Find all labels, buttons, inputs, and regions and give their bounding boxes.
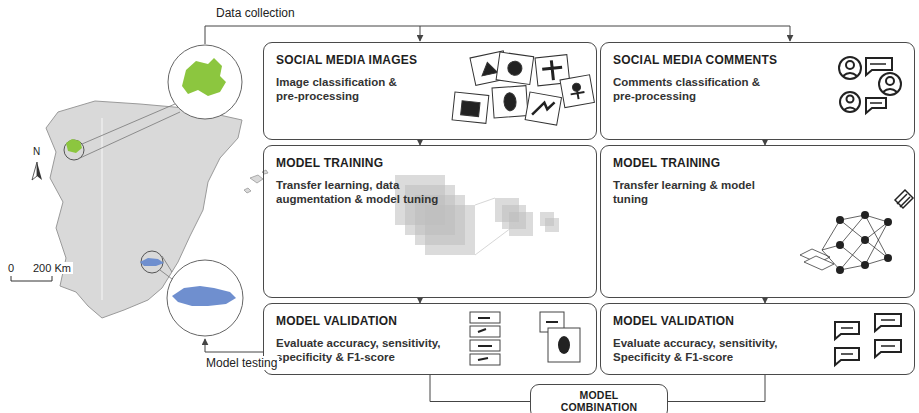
- model-testing-line: [205, 339, 263, 352]
- box-description: Comments classification & pre-processing: [613, 75, 773, 103]
- box-description: Evaluate accuracy, sensitivity, specific…: [276, 336, 476, 364]
- iberia-map: [11, 45, 268, 336]
- box-heading: SOCIAL MEDIA COMMENTS: [613, 53, 902, 67]
- process-box: SOCIAL MEDIA IMAGES Image classification …: [263, 42, 597, 140]
- photo-collage: [452, 51, 594, 125]
- box-heading: SOCIAL MEDIA IMAGES: [276, 53, 584, 67]
- process-box: SOCIAL MEDIA COMMENTS Comments classifica…: [600, 42, 915, 140]
- box-heading: MODEL VALIDATION: [276, 314, 584, 328]
- process-box: MODEL TRAINING Transfer learning & model …: [600, 145, 915, 298]
- north-label: N: [31, 146, 42, 157]
- process-box: MODEL TRAINING Transfer learning, data au…: [263, 145, 597, 298]
- box-description: Evaluate accuracy, sensitivity, Specific…: [613, 336, 818, 364]
- box-description: Image classification & pre-processing: [276, 75, 406, 103]
- box-description: Transfer learning & model tuning: [613, 178, 783, 206]
- scale-label: 200 Km: [31, 262, 73, 274]
- validation-thumbnails: [470, 312, 580, 365]
- users-comments-icon: [839, 57, 901, 113]
- box-heading: MODEL TRAINING: [276, 156, 584, 170]
- box-heading: MODEL VALIDATION: [613, 314, 902, 328]
- box-heading: MODEL TRAINING: [613, 156, 902, 170]
- scale-label: 0: [6, 262, 16, 274]
- box-description: Transfer learning, data augmentation & m…: [276, 178, 456, 206]
- comment-bubbles: [835, 314, 901, 365]
- flow-label: Model testing: [204, 356, 279, 370]
- cnn-layers: [395, 175, 559, 255]
- combination-box: MODEL COMBINATION: [530, 384, 668, 413]
- neural-network: [800, 190, 913, 274]
- process-box: MODEL VALIDATION Evaluate accuracy, sensi…: [263, 303, 597, 375]
- process-box: MODEL VALIDATION Evaluate accuracy, sensi…: [600, 303, 915, 375]
- flow-label: Data collection: [214, 6, 297, 20]
- flow-connector: [430, 375, 530, 402]
- flow-connector: [668, 375, 765, 402]
- box-heading: MODEL COMBINATION: [551, 389, 647, 413]
